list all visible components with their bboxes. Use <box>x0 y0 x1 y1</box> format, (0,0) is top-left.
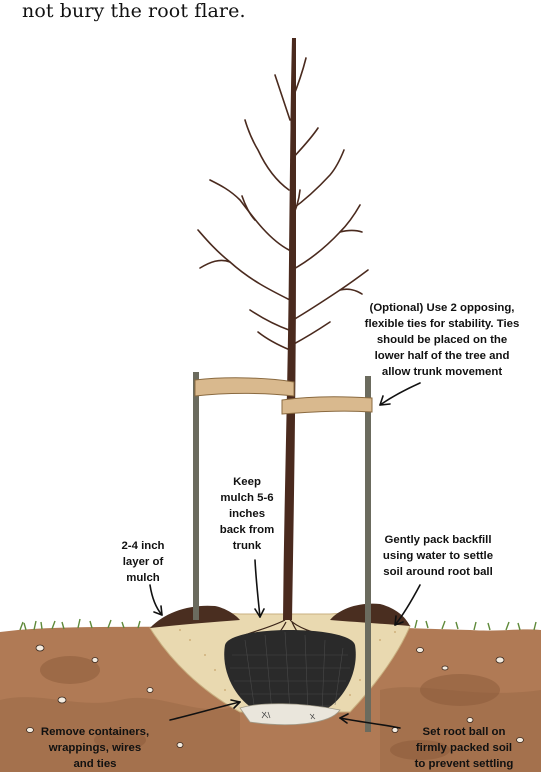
optional-ties-label: (Optional) Use 2 opposing, flexible ties… <box>354 300 530 380</box>
backfill-line-1: Gently pack backfill <box>368 532 508 548</box>
left-stake <box>193 372 199 620</box>
optional-ties-line-4: lower half of the tree and <box>354 348 530 364</box>
tree-branches <box>198 58 368 350</box>
root-ball <box>224 630 356 712</box>
keep-mulch-line-2: mulch 5-6 <box>212 490 282 506</box>
keep-mulch-line-3: inches <box>212 506 282 522</box>
keep-mulch-line-1: Keep <box>212 474 282 490</box>
mulch-layer-label: 2-4 inch layer of mulch <box>108 538 178 586</box>
backfill-label: Gently pack backfill using water to sett… <box>368 532 508 580</box>
flexible-ties <box>195 378 372 414</box>
remove-containers-line-2: wrappings, wires <box>30 740 160 756</box>
optional-ties-line-1: (Optional) Use 2 opposing, <box>354 300 530 316</box>
keep-mulch-line-5: trunk <box>212 538 282 554</box>
remove-containers-line-3: and ties <box>30 756 160 772</box>
backfill-line-2: using water to settle <box>368 548 508 564</box>
mulch-layer-line-2: layer of <box>108 554 178 570</box>
keep-mulch-label: Keep mulch 5-6 inches back from trunk <box>212 474 282 554</box>
mulch-layer-line-1: 2-4 inch <box>108 538 178 554</box>
root-ball-line-1: Set root ball on <box>404 724 524 740</box>
root-ball-label: Set root ball on firmly packed soil to p… <box>404 724 524 772</box>
optional-ties-line-5: allow trunk movement <box>354 364 530 380</box>
keep-mulch-line-4: back from <box>212 522 282 538</box>
root-ball-line-3: to prevent settling <box>404 756 524 772</box>
remove-containers-label: Remove containers, wrappings, wires and … <box>30 724 160 772</box>
optional-ties-line-2: flexible ties for stability. Ties <box>354 316 530 332</box>
optional-ties-line-3: should be placed on the <box>354 332 530 348</box>
backfill-line-3: soil around root ball <box>368 564 508 580</box>
remove-containers-line-1: Remove containers, <box>30 724 160 740</box>
mulch-layer-line-3: mulch <box>108 570 178 586</box>
root-ball-line-2: firmly packed soil <box>404 740 524 756</box>
